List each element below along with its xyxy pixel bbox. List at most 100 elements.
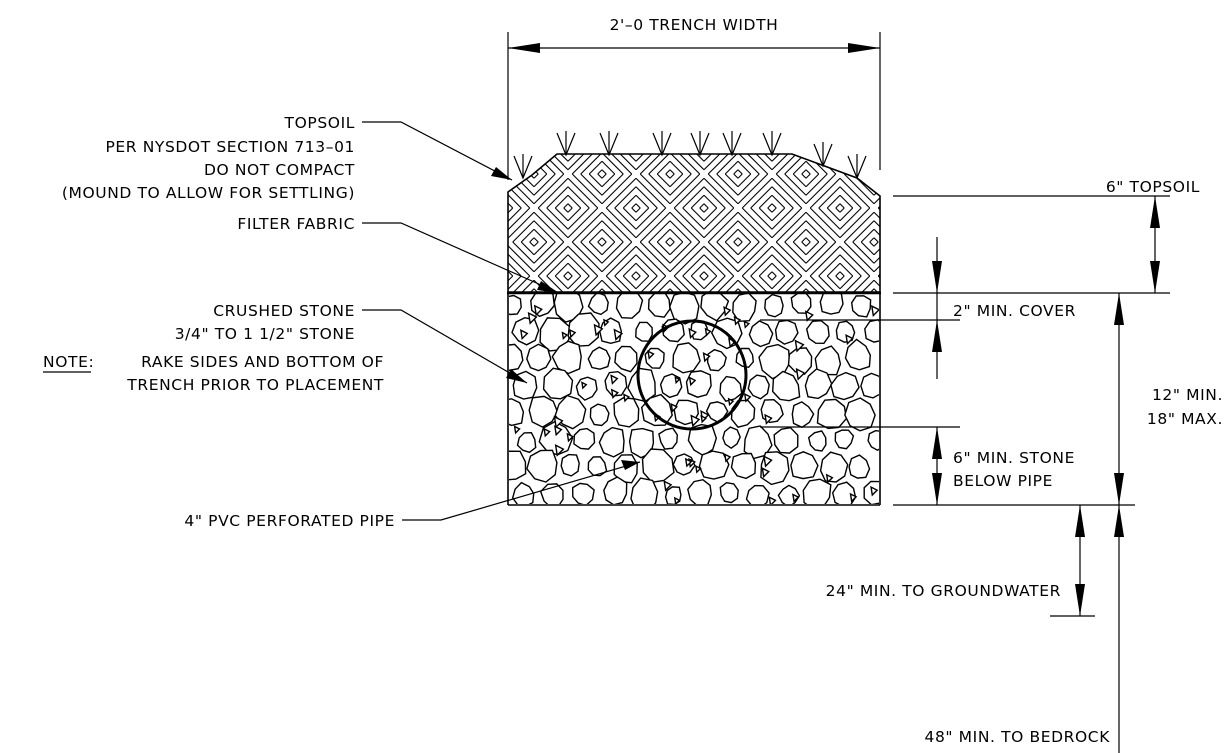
topsoil-hatch-line [771,207,777,213]
topsoil-hatch-line [908,208,929,229]
topsoil-hatch-line [533,237,539,243]
topsoil-hatch-line [703,275,726,292]
stone [509,450,527,481]
bedrock-dimension [1114,505,1124,753]
topsoil-hatch-line [873,173,880,196]
topsoil-hatch-line [839,245,871,277]
topsoil-hatch-line [563,207,569,213]
topsoil-hatch-line [567,275,590,292]
topsoil-hatch-line [895,195,908,208]
topsoil-hatch-line [908,255,929,276]
topsoil-hatch-line [805,173,811,179]
stone-chip [519,329,529,341]
topsoil-hatch-line [873,173,880,188]
topsoil-hatch-line [869,237,875,243]
topsoil-hatch-line [839,271,845,277]
topsoil-hatch-line [741,245,773,277]
stone-chip [688,376,697,387]
crushed-stone-callout: CRUSHED STONE 3/4" TO 1 1/2" STONE [175,302,528,384]
topsoil-hatch-line [809,207,841,239]
topsoil-hatch-line [839,177,871,209]
topsoil-hatch-line [601,237,607,243]
topsoil-hatch-line [818,207,841,230]
topsoil-hatch-line [563,203,569,209]
topsoil-hatch-line [784,173,807,196]
topsoil-hatch-line [887,255,908,276]
topsoil-hatch-line [716,241,739,264]
topsoil-hatch-line [772,340,776,344]
stone [587,456,608,477]
topsoil-hatch-line [533,220,556,243]
stone [635,321,653,342]
topsoil-hatch-line [775,211,807,243]
topsoil-hatch-line [580,241,603,264]
topsoil-hatch-line [508,211,535,243]
stone [526,449,558,483]
topsoil-hatch-line [877,275,880,292]
stone [511,481,535,504]
topsoil-hatch-line [567,207,599,239]
topsoil-hatch-line [700,340,704,344]
topsoil-hatch-line [601,154,633,175]
topsoil-hatch-line [588,228,603,243]
topsoil-hatch-line [908,140,938,170]
topsoil-hatch-line [908,276,929,297]
topsoil-hatch-line [887,276,908,297]
topsoil-hatch-line [546,254,569,277]
topsoil-hatch-line [639,279,671,292]
topsoil-hatch-line [703,207,709,213]
topsoil-hatch-line [508,154,522,162]
topsoil-hatch-line [938,238,942,242]
topsoil-hatch-line [673,207,705,239]
topsoil-hatch-line [839,275,854,290]
stone [819,451,849,483]
topsoil-hatch-line [601,160,616,175]
topsoil-hatch-line [826,207,841,222]
topsoil-hatch-line [908,195,921,208]
topsoil-hatch-line [775,154,807,175]
topsoil-hatch-line [631,203,637,209]
topsoil-hatch-line [699,203,705,209]
topsoil-hatch-line [737,173,760,196]
stone [760,398,784,424]
topsoil-hatch-line [860,228,875,243]
topsoil-hatch-line [690,275,705,290]
topsoil-hatch-line [669,228,684,243]
topsoil-hatch-line [784,220,807,243]
topsoil-hatch-line [636,140,640,144]
stone [771,370,801,402]
stone-chip [561,331,569,340]
stone [613,397,640,428]
stone [867,429,879,452]
stone-chip [647,350,655,360]
topsoil-hatch-line [508,186,522,209]
topsoil-hatch-line [597,169,603,175]
stone [860,372,879,399]
topsoil-hatch-line [614,254,637,277]
topsoil-hatch-line [622,275,637,290]
topsoil-hatch-line [737,169,743,175]
topsoil-hatch-line [750,186,773,209]
topsoil-hatch-line [635,275,650,290]
topsoil-hatch-line [741,154,773,171]
topsoil-hatch-line [520,241,535,256]
topsoil-hatch-line [635,207,641,213]
topsoil-hatch-line [908,276,938,306]
topsoil-hatch-line [839,254,862,277]
topsoil-hatch-line [771,245,803,277]
topsoil-hatch-line [673,177,705,209]
topsoil-hatch-line [622,194,637,209]
topsoil-hatch-line [588,160,603,175]
topsoil-hatch-line [771,207,786,222]
topsoil-hatch-line [801,169,807,175]
topsoil-hatch-line [908,323,929,344]
topsoil-hatch-line [839,207,854,222]
topsoil-hatch-line [546,275,569,292]
topsoil-hatch-line [631,271,637,277]
stone-chip [554,444,565,457]
topsoil-hatch-line [636,140,649,153]
topsoil-hatch-line [904,276,908,280]
topsoil-hatch-line [533,173,539,179]
topsoil-hatch-line [921,221,942,242]
topsoil-hatch-line [908,276,912,280]
